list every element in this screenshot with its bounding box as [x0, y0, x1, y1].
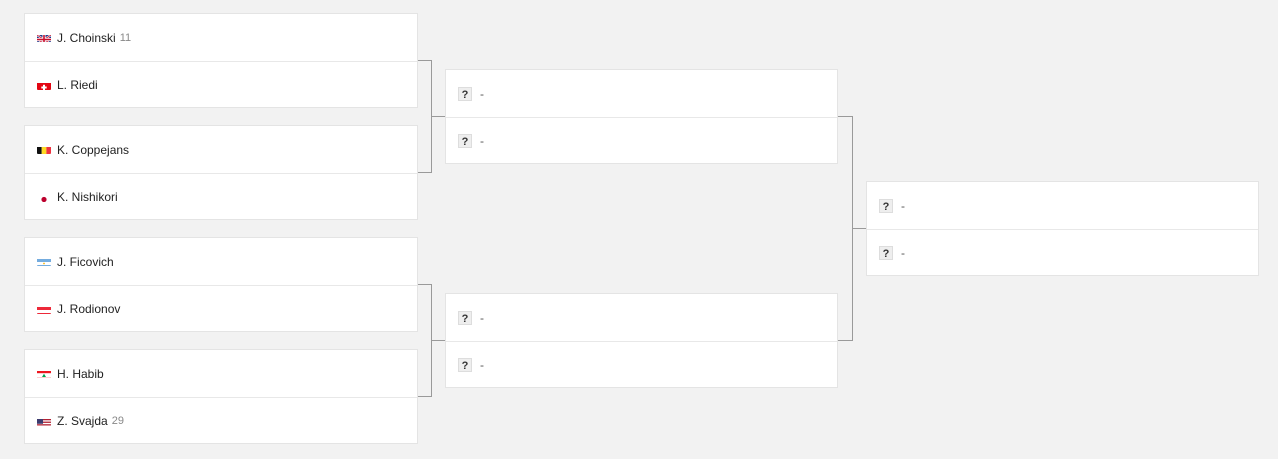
match-r1-4: H. Habib Z. Svajda 29	[24, 349, 418, 444]
connector-line	[852, 228, 866, 229]
unknown-player-icon: ?	[458, 86, 472, 101]
player-name: J. Choinski	[57, 30, 116, 45]
tbd-slot[interactable]: ? -	[446, 341, 837, 388]
connector-line	[418, 396, 432, 397]
player-name: K. Coppejans	[57, 142, 130, 157]
player-slot[interactable]: L. Riedi	[25, 61, 417, 108]
tbd-text: -	[480, 134, 484, 148]
player-name: H. Habib	[57, 366, 104, 381]
ar-flag-icon	[37, 257, 51, 266]
player-slot[interactable]: J. Choinski 11	[25, 14, 417, 61]
player-slot[interactable]: K. Coppejans	[25, 126, 417, 173]
connector-line	[418, 60, 432, 61]
match-r1-1: J. Choinski 11 L. Riedi	[24, 13, 418, 108]
connector-line	[838, 340, 852, 341]
ch-flag-icon	[37, 81, 51, 90]
unknown-player-icon: ?	[458, 310, 472, 325]
player-name: J. Rodionov	[57, 302, 121, 316]
unknown-player-icon: ?	[458, 358, 472, 372]
unknown-player-icon: ?	[879, 246, 893, 260]
player-slot[interactable]: K. Nishikori	[25, 173, 417, 220]
tbd-slot[interactable]: ? -	[446, 70, 837, 117]
match-r2-1: ? - ? -	[445, 69, 838, 164]
tbd-text: -	[901, 246, 905, 260]
match-r1-3: J. Ficovich J. Rodionov	[24, 237, 418, 332]
player-seed: 11	[119, 31, 132, 44]
connector-line	[431, 340, 445, 341]
jp-flag-icon	[37, 193, 51, 202]
unknown-player-icon: ?	[879, 198, 893, 213]
tbd-slot[interactable]: ? -	[446, 117, 837, 164]
tbd-slot[interactable]: ? -	[867, 229, 1258, 276]
player-name: L. Riedi	[57, 78, 98, 92]
match-r2-2: ? - ? -	[445, 293, 838, 388]
tbd-text: -	[480, 358, 484, 372]
connector-line	[418, 284, 432, 285]
unknown-player-icon: ?	[458, 134, 472, 148]
connector-line	[418, 172, 432, 173]
tbd-text: -	[480, 86, 484, 101]
gb-flag-icon	[37, 33, 51, 42]
player-slot[interactable]: J. Ficovich	[25, 238, 417, 285]
us-flag-icon	[37, 417, 51, 426]
connector-line	[431, 116, 445, 117]
be-flag-icon	[37, 145, 51, 154]
tbd-slot[interactable]: ? -	[446, 294, 837, 341]
connector-line	[838, 116, 852, 117]
tbd-text: -	[901, 198, 905, 213]
player-name: Z. Svajda	[57, 414, 108, 428]
player-slot[interactable]: H. Habib	[25, 350, 417, 397]
player-slot[interactable]: J. Rodionov	[25, 285, 417, 332]
player-name: K. Nishikori	[57, 190, 118, 204]
player-seed: 29	[111, 415, 124, 427]
player-slot[interactable]: Z. Svajda 29	[25, 397, 417, 444]
tbd-slot[interactable]: ? -	[867, 182, 1258, 229]
player-name: J. Ficovich	[57, 254, 114, 269]
match-r3-1: ? - ? -	[866, 181, 1259, 276]
match-r1-2: K. Coppejans K. Nishikori	[24, 125, 418, 220]
lb-flag-icon	[37, 369, 51, 378]
at-flag-icon	[37, 305, 51, 314]
tbd-text: -	[480, 310, 484, 325]
